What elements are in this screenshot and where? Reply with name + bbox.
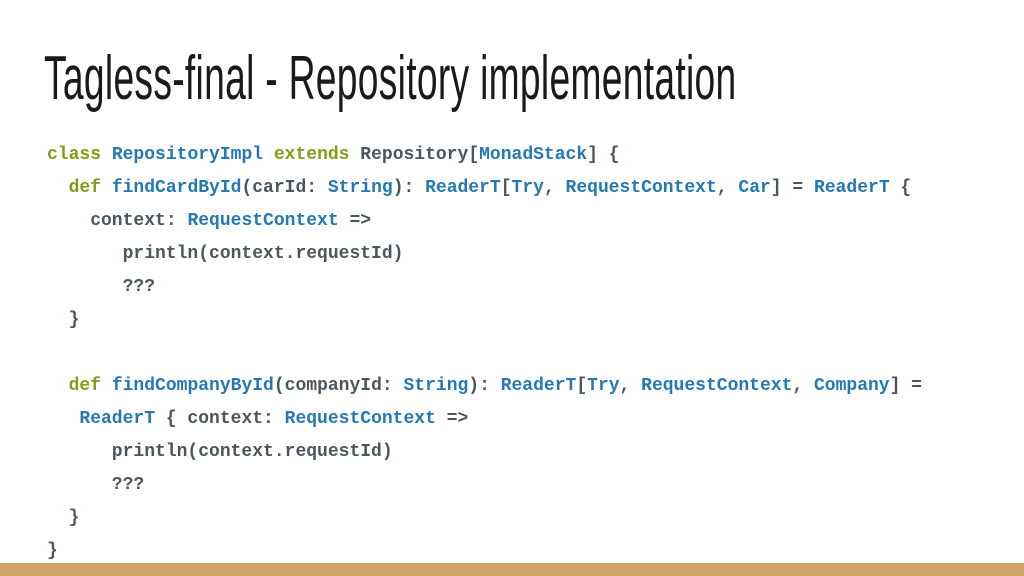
code-token-type: RequestContext bbox=[187, 211, 339, 231]
code-token-type: ReaderT bbox=[500, 376, 577, 396]
bottom-accent-bar bbox=[0, 563, 1024, 576]
code-token-type: String bbox=[327, 178, 393, 198]
code-token-type: findCompanyById bbox=[111, 376, 274, 396]
code-token-plain: => bbox=[338, 211, 372, 231]
code-token-plain bbox=[101, 145, 112, 165]
code-token-plain: println(context.requestId) bbox=[47, 442, 393, 462]
code-line: } bbox=[47, 502, 922, 535]
code-token-plain: println(context.requestId) bbox=[47, 244, 404, 264]
code-token-plain bbox=[47, 409, 79, 429]
code-line: println(context.requestId) bbox=[47, 238, 922, 271]
code-token-plain: , bbox=[543, 178, 566, 198]
code-token-type: RequestContext bbox=[565, 178, 717, 198]
code-token-plain: ??? bbox=[47, 475, 145, 495]
code-token-type: RepositoryImpl bbox=[111, 145, 264, 165]
code-block: class RepositoryImpl extends Repository[… bbox=[47, 139, 922, 568]
code-token-type: MonadStack bbox=[479, 145, 588, 165]
code-line: context: RequestContext => bbox=[47, 205, 922, 238]
code-token-plain: [ bbox=[576, 376, 588, 396]
code-token-plain: } bbox=[47, 508, 80, 528]
code-line: ??? bbox=[47, 469, 922, 502]
code-token-type: Car bbox=[738, 178, 771, 198]
code-token-plain: } bbox=[47, 310, 80, 330]
code-line: def findCompanyById(companyId: String): … bbox=[47, 370, 922, 403]
code-token-keyword: def bbox=[68, 178, 102, 198]
code-token-type: findCardById bbox=[111, 178, 242, 198]
code-token-plain: ] = bbox=[770, 178, 815, 198]
code-line: } bbox=[47, 535, 922, 568]
code-token-plain: [ bbox=[500, 178, 512, 198]
code-token-plain: ] = bbox=[889, 376, 923, 396]
code-token-type: ReaderT bbox=[425, 178, 501, 198]
code-line bbox=[47, 337, 922, 370]
code-token-plain: (companyId: bbox=[273, 376, 404, 396]
code-token-type: ReaderT bbox=[814, 178, 890, 198]
code-token-keyword: class bbox=[47, 145, 102, 165]
slide-title: Tagless-final - Repository implementatio… bbox=[44, 44, 737, 113]
code-token-plain: , bbox=[716, 178, 739, 198]
code-line: ??? bbox=[47, 271, 922, 304]
code-line: ReaderT { context: RequestContext => bbox=[47, 403, 922, 436]
code-token-type: String bbox=[403, 376, 469, 396]
code-token-type: RequestContext bbox=[284, 409, 436, 429]
code-token-plain: ] { bbox=[587, 145, 620, 165]
code-token-type: ReaderT bbox=[79, 409, 156, 429]
code-token-plain: (carId: bbox=[241, 178, 328, 198]
code-token-plain bbox=[101, 178, 112, 198]
code-token-plain: => bbox=[435, 409, 469, 429]
code-token-plain: context: bbox=[47, 211, 188, 231]
code-line: class RepositoryImpl extends Repository[… bbox=[47, 139, 922, 172]
code-token-type: Company bbox=[814, 376, 890, 396]
code-line: } bbox=[47, 304, 922, 337]
code-token-plain: { context: bbox=[155, 409, 285, 429]
code-token-type: Try bbox=[511, 178, 544, 198]
code-token-type: Try bbox=[587, 376, 620, 396]
code-line: def findCardById(carId: String): ReaderT… bbox=[47, 172, 922, 205]
code-token-plain bbox=[47, 376, 69, 396]
code-token-type: RequestContext bbox=[641, 376, 793, 396]
code-token-plain: , bbox=[792, 376, 814, 396]
code-token-plain: ): bbox=[468, 376, 501, 396]
code-token-plain bbox=[47, 178, 69, 198]
code-token-plain: ??? bbox=[47, 277, 156, 297]
code-token-plain: ): bbox=[392, 178, 426, 198]
code-token-plain: , bbox=[619, 376, 642, 396]
code-token-plain bbox=[263, 145, 274, 165]
code-token-plain: { bbox=[889, 178, 912, 198]
code-token-plain bbox=[101, 376, 112, 396]
code-token-keyword: extends bbox=[273, 145, 350, 165]
code-token-keyword: def bbox=[68, 376, 102, 396]
code-token-plain: Repository[ bbox=[349, 145, 480, 165]
code-line: println(context.requestId) bbox=[47, 436, 922, 469]
code-token-plain: } bbox=[47, 541, 58, 561]
